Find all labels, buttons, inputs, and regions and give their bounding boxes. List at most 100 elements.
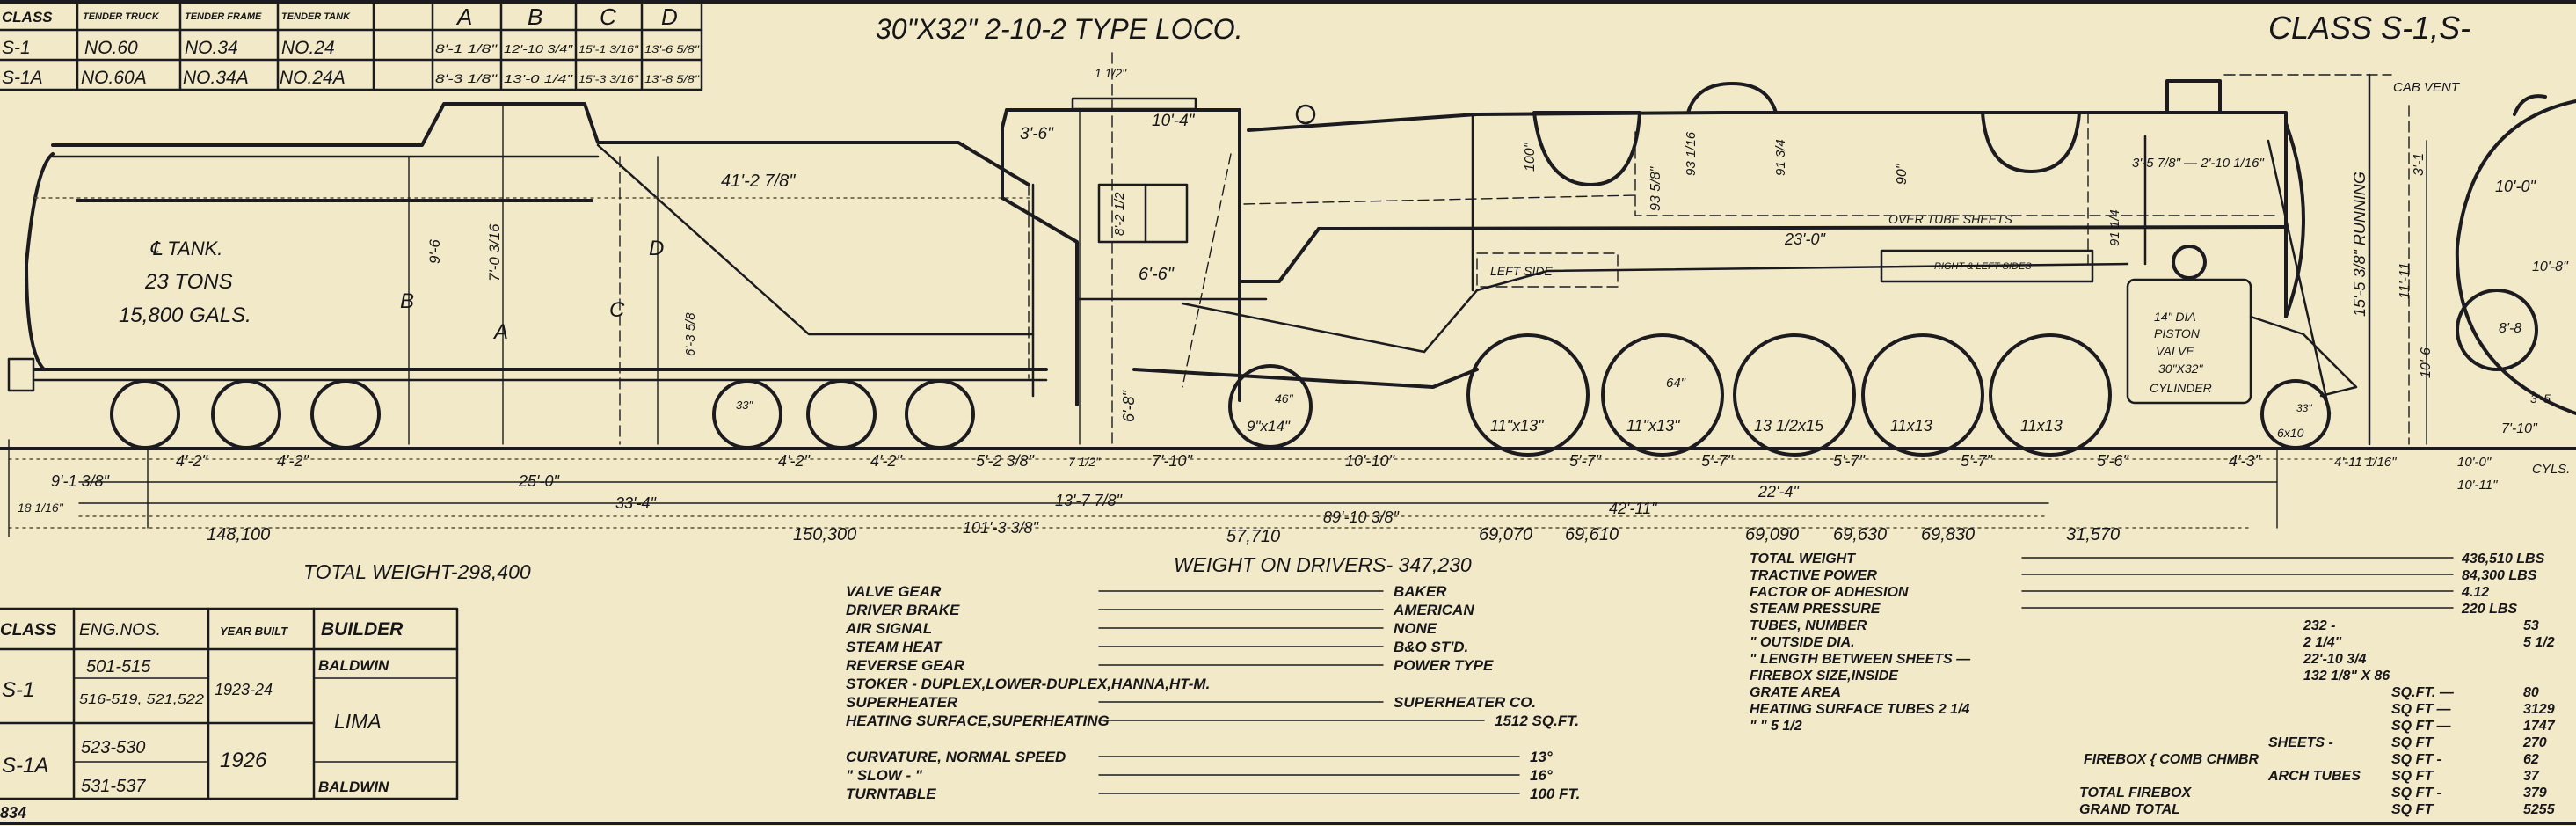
spec-label: " SLOW - " [846, 767, 923, 784]
spec-label: GRAND TOTAL [2079, 802, 2180, 817]
tender-row-2-a: 8'-3 1/8" [435, 71, 498, 85]
front-dim: 3'-5 [2530, 391, 2551, 406]
height-dim: 10'-6 [2419, 347, 2434, 378]
builder-name: LIMA [334, 710, 382, 733]
tender-drawing: ℄ TANK. 23 TONS 15,800 GALS. B A C D 41'… [7, 102, 1048, 450]
axle-weight: 148,100 [207, 525, 270, 545]
driving-wheel [1733, 333, 1856, 457]
boiler-dim: 93 5/8" [1648, 166, 1663, 211]
tender-table-header-frame: TENDER FRAME [185, 11, 262, 22]
tender-wheel [712, 379, 782, 450]
dim-letter-d: D [649, 237, 664, 260]
builder-eng-nos: 531-537 [81, 777, 146, 796]
dim-row4: 89'-10 3/8" [1323, 508, 1400, 526]
spec-label: CURVATURE, NORMAL SPEED [846, 749, 1066, 765]
cylinder-label: 30"X32" [2158, 362, 2203, 376]
tender-row-1-b: 12'-10 3/4" [504, 42, 574, 55]
driver-size: 11x13 [1890, 417, 1932, 435]
tender-height-dim: 6'-3 5/8 [683, 312, 698, 356]
boiler-dim: 100" [1523, 142, 1538, 172]
tender-row-2-d: 13'-8 5/8" [644, 73, 700, 85]
spec-value: 100 FT. [1530, 786, 1580, 802]
dim-row1: 4'-2" [176, 452, 208, 470]
spec-value: 62 [2523, 752, 2539, 767]
tender-wheel [806, 379, 877, 450]
spec-value: 84,300 LBS [2462, 568, 2537, 583]
axle-weight: 69,090 [1745, 525, 1799, 545]
sheet-number: 834 [0, 804, 26, 822]
driving-wheel [1989, 333, 2112, 457]
axle-weight: 69,830 [1921, 525, 1975, 545]
spec-mid: SQ FT [2391, 802, 2434, 817]
spec-label: TUBES, NUMBER [1750, 618, 1867, 633]
right-left-sides-label: RIGHT & LEFT SIDES [1934, 261, 2032, 272]
tender-table-header-a: A [455, 4, 472, 30]
spec-label: VALVE GEAR [846, 583, 942, 600]
spec-row: VALVE GEAR BAKER [846, 583, 1447, 600]
lead-wheel-size: 6x10 [2277, 426, 2304, 440]
weight-on-drivers: WEIGHT ON DRIVERS- 347,230 [1174, 553, 1472, 576]
tender-row-1-d: 13'-6 5/8" [644, 43, 700, 55]
spec-label: GRATE AREA [1750, 685, 1841, 700]
dim-row2: 9'-1 3/8" [51, 472, 110, 490]
builder-year: 1923-24 [215, 681, 273, 698]
dim-row2: CYLS. [2532, 462, 2570, 477]
builder-eng-nos: 501-515 [86, 657, 151, 676]
dim-row1: 10'-0" [2457, 455, 2492, 470]
trailing-wheel-size: 9"x14" [1247, 418, 1291, 435]
height-dim: 3'-1 [2412, 153, 2427, 176]
dim-row3: 33'-4" [615, 494, 657, 512]
builder-class: S-1 [2, 678, 34, 702]
spec-row: " SLOW - "16° [846, 767, 1553, 784]
spec-mid: SQ FT - [2391, 786, 2441, 800]
tender-row-1-tank: NO.24 [281, 38, 335, 58]
axle-weight: 150,300 [793, 525, 856, 545]
tender-row-2-c: 15'-3 3/16" [579, 73, 639, 85]
driver-size: 11x13 [2020, 417, 2063, 435]
builder-table: CLASS ENG.NOS. YEAR BUILT BUILDER S-1 S-… [0, 607, 2576, 825]
spec-value: 37 [2523, 769, 2540, 784]
driver-size: 13 1/2x15 [1754, 417, 1824, 435]
spec-mid: SQ.FT. — [2391, 685, 2455, 700]
dim-row1: 5'-6" [2097, 452, 2129, 470]
tender-row-1-truck: NO.60 [84, 38, 138, 58]
class-title: CLASS S-1,S- [2268, 10, 2470, 46]
dimension-lines: 4'-2" 4'-2" 4'-2" 4'-2" 5'-2 3/8" 7 1/2"… [8, 439, 2570, 537]
tank-centerline-label: ℄ TANK. [149, 238, 222, 259]
drawing-title: 30"X32" 2-10-2 TYPE LOCO. [876, 13, 1243, 45]
cylinder-label: PISTON [2154, 326, 2201, 340]
dim-letter-b: B [400, 289, 414, 313]
spec-value: SUPERHEATER CO. [1394, 694, 1536, 711]
tender-row-1-frame: NO.34 [185, 38, 238, 58]
spec-mid: SQ FT [2391, 735, 2434, 750]
spec-value: B&O ST'D. [1394, 639, 1468, 655]
spec-value: NONE [1394, 620, 1437, 637]
axle-weight: 69,610 [1565, 525, 1619, 545]
tender-wheel [905, 379, 975, 450]
spec-label: REVERSE GEAR [846, 657, 965, 674]
spec-value: BAKER [1394, 583, 1447, 600]
spec-label: SHEETS - [2268, 735, 2333, 750]
builder-header-eng-nos: ENG.NOS. [79, 621, 161, 640]
tender-total-weight: TOTAL WEIGHT-298,400 [303, 560, 531, 583]
cab-drawing: 1 1/2" 3'-6" 10'-4" 8'-2 1/2 6'-6" 6'-8" [1001, 52, 1268, 445]
dim-row1: 5'-7" [1833, 452, 1866, 470]
tender-row-2-tank: NO.24A [280, 68, 346, 88]
spec-mid: SQ FT — [2391, 719, 2452, 734]
spec-value: 3129 [2523, 702, 2555, 717]
front-dim: 10'-8" [2532, 259, 2569, 274]
tender-table-header-c: C [600, 4, 616, 30]
dim-row1: 5'-7" [1961, 452, 1993, 470]
over-tube-sheets-label: OVER TUBE SHEETS [1888, 212, 2012, 226]
spec-label: HEATING SURFACE,SUPERHEATING [846, 713, 1110, 729]
spec-mid: SQ FT - [2391, 752, 2441, 767]
